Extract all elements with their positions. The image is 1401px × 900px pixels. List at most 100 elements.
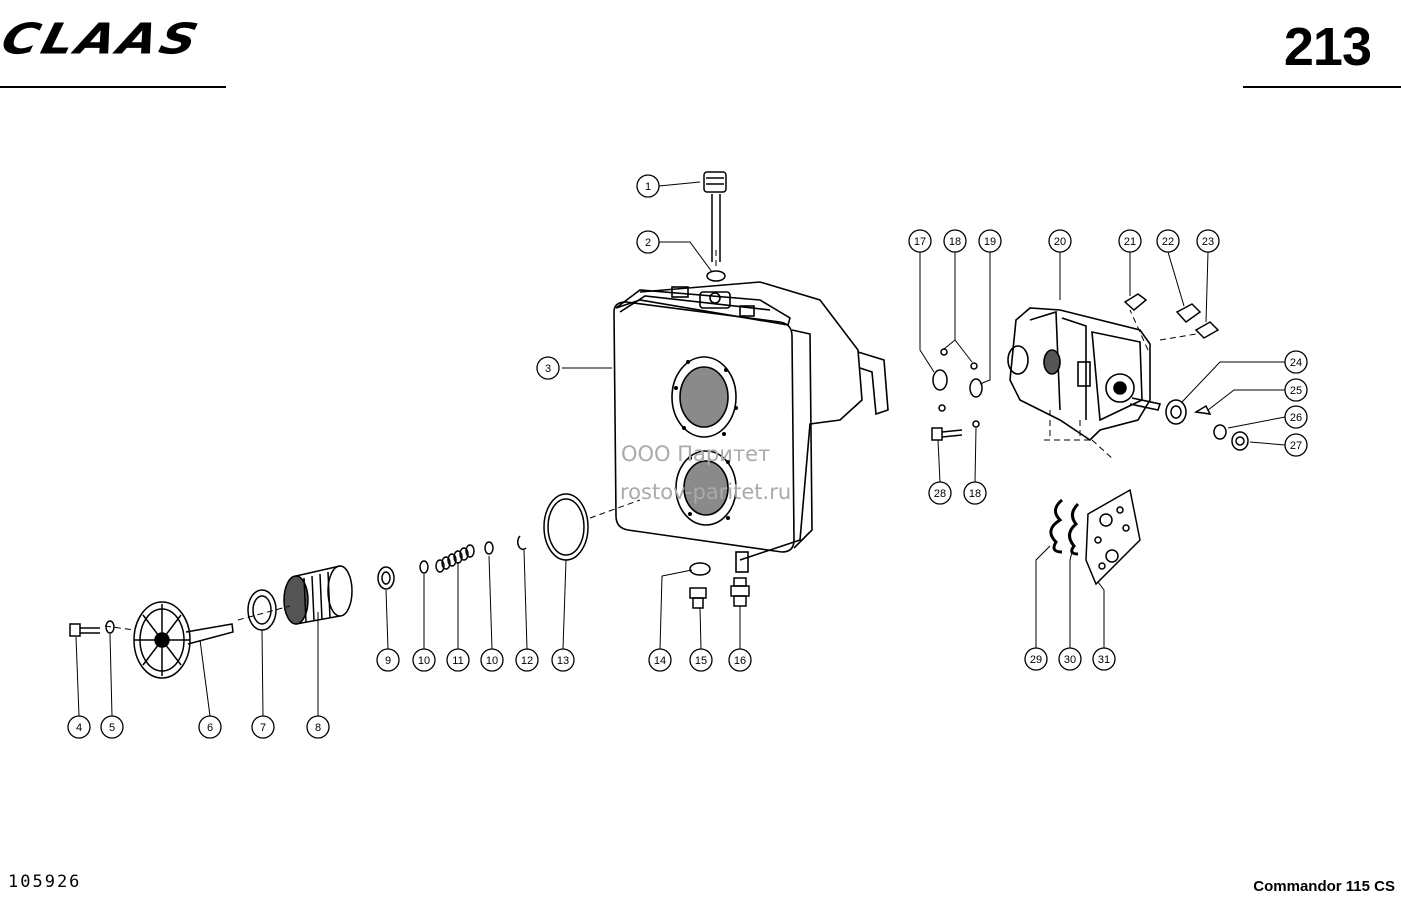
svg-text:17: 17	[914, 236, 926, 248]
callout-23: 23	[1196, 229, 1220, 253]
filter-cover-6	[133, 601, 234, 679]
svg-text:2: 2	[645, 237, 651, 249]
callout-2: 2	[636, 230, 660, 254]
svg-text:19: 19	[984, 236, 996, 248]
callout-6: 6	[198, 715, 222, 739]
o-ring-19	[969, 378, 983, 398]
svg-text:30: 30	[1064, 654, 1076, 666]
watermark-company: ООО Паритет	[621, 442, 771, 466]
assembly-axis-lines	[104, 250, 1197, 631]
o-ring-18a	[940, 348, 948, 356]
svg-text:12: 12	[521, 655, 533, 667]
callout-markers: 1 2 3 4 5 6 7 8 9 10 11 10 12 13 14 15 1…	[67, 174, 1308, 739]
fitting-16	[730, 577, 750, 607]
svg-text:24: 24	[1290, 357, 1302, 369]
callout-27: 27	[1284, 433, 1308, 457]
hydraulic-tank	[613, 281, 889, 573]
callout-12: 12	[515, 648, 539, 672]
seal-24	[1165, 399, 1187, 425]
drawing-number: 105926	[8, 872, 82, 892]
gasket-29	[1049, 498, 1064, 554]
callout-10a: 10	[412, 648, 436, 672]
callout-26: 26	[1284, 405, 1308, 429]
gear-pump-20	[1007, 307, 1162, 442]
o-ring-2	[706, 270, 726, 282]
breather-dipstick	[703, 171, 727, 262]
svg-text:11: 11	[452, 655, 463, 667]
callout-19: 19	[978, 229, 1002, 253]
callout-22: 22	[1156, 229, 1180, 253]
callout-4: 4	[67, 715, 91, 739]
bolt-28	[931, 427, 963, 441]
nut-27	[1231, 431, 1249, 451]
model-name: Commandor 115 CS	[1253, 878, 1395, 895]
svg-text:7: 7	[260, 722, 266, 734]
callout-7: 7	[251, 715, 275, 739]
plug-15	[689, 587, 707, 609]
svg-text:20: 20	[1054, 236, 1066, 248]
fitting-23	[1194, 321, 1220, 339]
svg-text:16: 16	[734, 655, 746, 667]
svg-text:15: 15	[695, 655, 707, 667]
gasket-30	[1068, 502, 1080, 556]
key-25	[1193, 404, 1212, 415]
svg-text:28: 28	[934, 488, 946, 500]
svg-text:31: 31	[1098, 654, 1110, 666]
callout-21: 21	[1118, 229, 1142, 253]
callout-20: 20	[1048, 229, 1072, 253]
o-ring-18b	[970, 362, 978, 370]
svg-text:3: 3	[545, 363, 551, 375]
callout-9: 9	[376, 648, 400, 672]
svg-text:22: 22	[1162, 236, 1174, 248]
svg-text:14: 14	[654, 655, 666, 667]
svg-text:8: 8	[315, 722, 321, 734]
svg-text:5: 5	[109, 722, 115, 734]
callout-17: 17	[908, 229, 932, 253]
washer-10b	[484, 541, 494, 555]
callout-24: 24	[1284, 350, 1308, 374]
fitting-21	[1123, 293, 1148, 311]
callout-13: 13	[551, 648, 575, 672]
svg-text:18: 18	[969, 488, 981, 500]
callout-15: 15	[689, 648, 713, 672]
callout-31: 31	[1092, 647, 1116, 671]
svg-text:23: 23	[1202, 236, 1214, 248]
o-ring-17	[932, 369, 948, 391]
callout-18a: 18	[943, 229, 967, 253]
svg-text:18: 18	[949, 236, 961, 248]
svg-text:21: 21	[1124, 236, 1136, 248]
svg-text:6: 6	[207, 722, 213, 734]
svg-text:27: 27	[1290, 440, 1302, 452]
callout-16: 16	[728, 648, 752, 672]
watermark-url: rostov-paritet.ru	[620, 480, 792, 504]
washer-26	[1213, 424, 1227, 440]
svg-text:10: 10	[486, 655, 498, 667]
callout-28: 28	[928, 481, 952, 505]
svg-text:26: 26	[1290, 412, 1302, 424]
page-number: 213	[1283, 17, 1372, 77]
callout-29: 29	[1024, 647, 1048, 671]
callout-11: 11	[446, 648, 470, 672]
svg-text:25: 25	[1290, 385, 1302, 397]
svg-text:10: 10	[418, 655, 430, 667]
callout-10b: 10	[480, 648, 504, 672]
spring-11	[435, 544, 475, 573]
callout-14: 14	[648, 648, 672, 672]
svg-text:1: 1	[645, 181, 651, 193]
callout-30: 30	[1058, 647, 1082, 671]
filter-element-8	[283, 565, 353, 625]
seal-9	[377, 566, 395, 590]
svg-text:4: 4	[76, 722, 82, 734]
callout-25: 25	[1284, 378, 1308, 402]
callout-1: 1	[636, 174, 660, 198]
seal-14	[689, 562, 711, 576]
callout-5: 5	[100, 715, 124, 739]
cover-plate-31	[1085, 488, 1141, 586]
callout-3: 3	[536, 356, 560, 380]
gasket-13	[543, 493, 589, 561]
callout-18b: 18	[963, 481, 987, 505]
washer-5	[105, 620, 115, 634]
washer-10a	[419, 560, 429, 574]
